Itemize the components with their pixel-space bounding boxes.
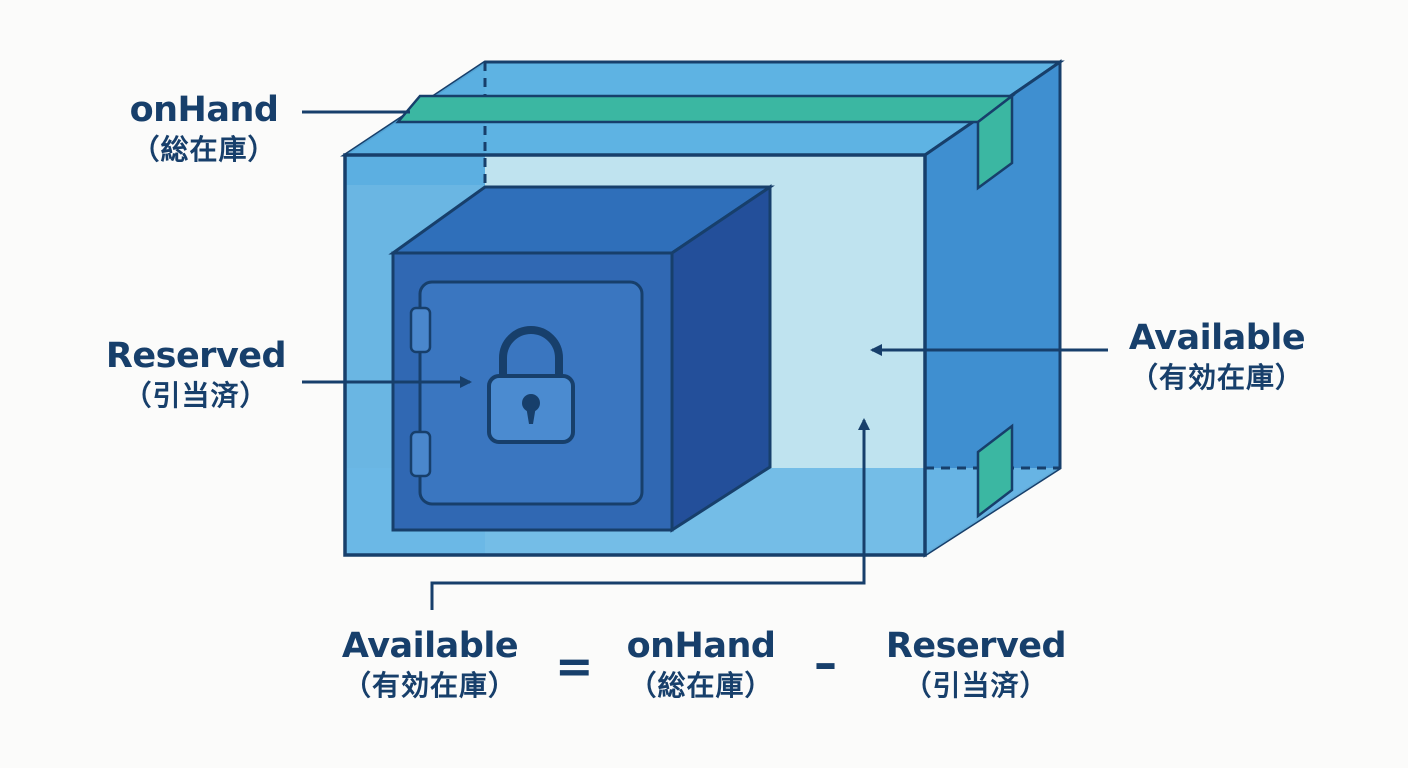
formula-reserved-jp: （引当済） xyxy=(903,668,1049,702)
tape-strip-top xyxy=(395,94,1016,124)
formula-minus: – xyxy=(814,636,837,690)
label-onhand-jp: （総在庫） xyxy=(131,132,277,166)
formula-available-en: Available xyxy=(341,626,519,666)
label-available-en: Available xyxy=(1128,318,1306,358)
label-reserved-jp: （引当済） xyxy=(123,378,269,412)
formula-available-jp: （有効在庫） xyxy=(342,668,517,702)
tape-strip-bottom xyxy=(976,423,1014,519)
formula-equals: = xyxy=(555,639,594,693)
formula-onhand: onHand （総在庫） xyxy=(612,628,790,700)
formula-onhand-en: onHand xyxy=(626,626,776,666)
label-onhand: onHand （総在庫） xyxy=(112,92,296,164)
safe-icon xyxy=(388,184,775,533)
label-available-jp: （有効在庫） xyxy=(1129,360,1304,394)
label-available: Available （有効在庫） xyxy=(1112,320,1322,392)
label-reserved-en: Reserved xyxy=(105,336,287,376)
formula-available: Available （有効在庫） xyxy=(330,628,530,700)
formula-onhand-jp: （総在庫） xyxy=(628,668,774,702)
label-onhand-en: onHand xyxy=(129,90,279,130)
connectors xyxy=(302,110,1108,610)
label-reserved: Reserved （引当済） xyxy=(96,338,296,410)
formula-reserved: Reserved （引当済） xyxy=(876,628,1076,700)
lock-icon xyxy=(487,326,575,444)
tape-strip-side xyxy=(976,93,1014,191)
formula-reserved-en: Reserved xyxy=(885,626,1067,666)
formula-arrow xyxy=(430,418,870,610)
